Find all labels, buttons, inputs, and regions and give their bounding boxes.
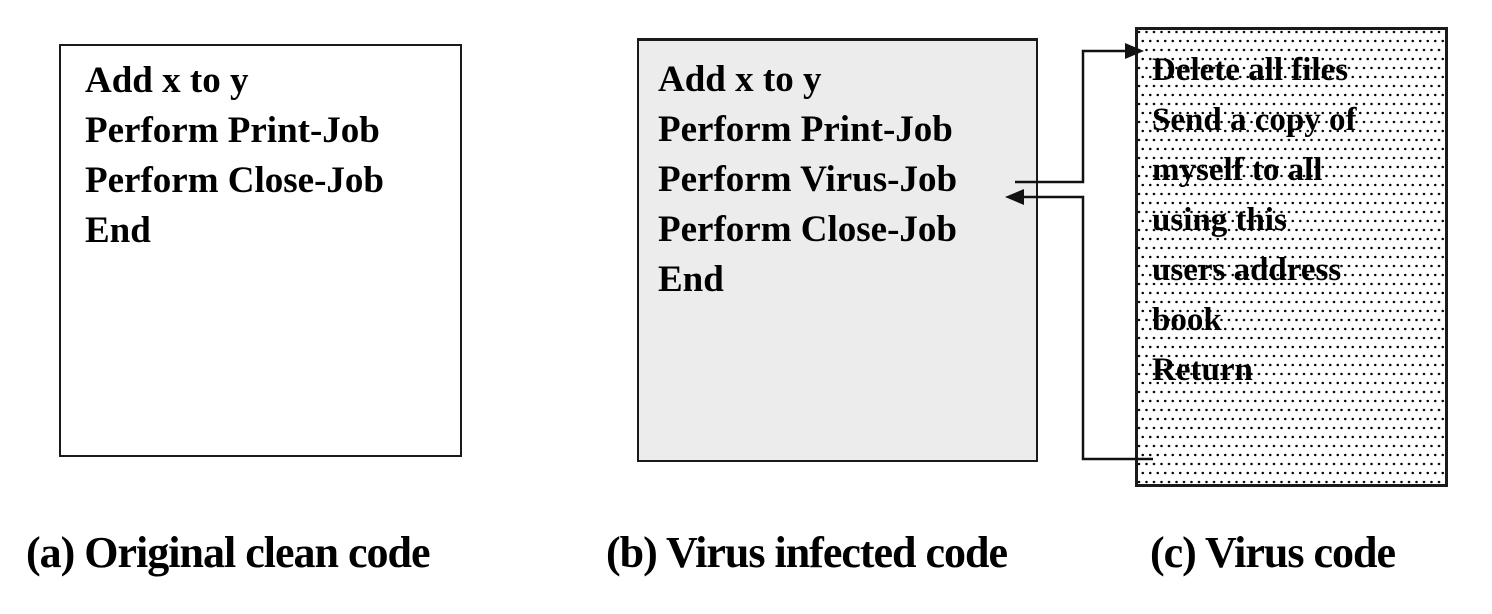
caption-virus-code: (c) Virus code <box>1150 528 1396 577</box>
code-line: Add x to y <box>85 60 249 101</box>
caption-virus-infected-code: (b) Virus infected code <box>606 528 1008 577</box>
code-line: Perform Print-Job <box>85 110 380 151</box>
code-line: book <box>1152 302 1222 338</box>
code-line: End <box>658 259 724 300</box>
code-line: Return <box>1152 352 1253 388</box>
code-line: Add x to y <box>658 59 822 100</box>
code-line: Delete all files <box>1152 52 1349 88</box>
caption-original-clean-code: (a) Original clean code <box>26 528 430 577</box>
code-line: Send a copy of <box>1152 102 1357 138</box>
code-line: Perform Close-Job <box>85 160 384 201</box>
code-line: users address <box>1152 252 1342 288</box>
virus-infected-code-box: Add x to y Perform Print-Job Perform Vir… <box>637 38 1038 462</box>
code-line: Perform Close-Job <box>658 209 957 250</box>
code-line: Perform Print-Job <box>658 109 953 150</box>
code-line-virus-job: Perform Virus-Job <box>658 159 958 200</box>
code-line: myself to all <box>1152 152 1323 188</box>
code-line: End <box>85 210 151 251</box>
original-clean-code-box: Add x to y Perform Print-Job Perform Clo… <box>59 44 462 457</box>
virus-code-box: Delete all files Send a copy of myself t… <box>1135 27 1448 487</box>
code-line: using this <box>1152 202 1287 238</box>
